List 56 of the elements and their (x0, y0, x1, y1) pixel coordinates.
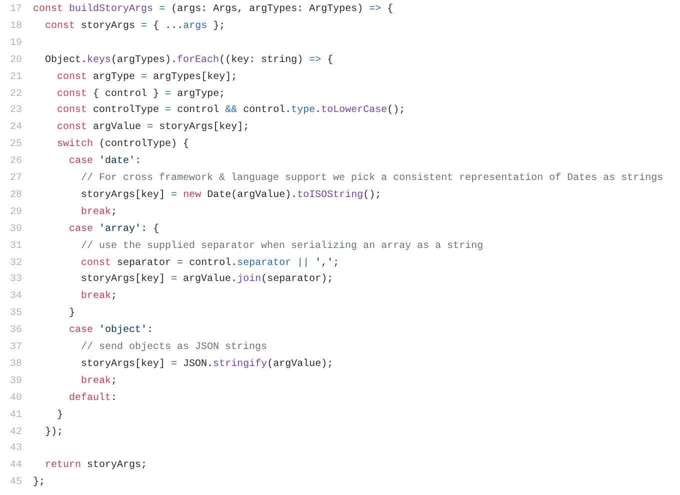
code-line: storyArgs[key] = new Date(argValue).toISOString(); (80, 188, 382, 203)
code-line: const controlType = control && control.type.toLowerCase(); (56, 104, 406, 118)
line-number: 32 (8, 256, 22, 270)
line-number: 28 (8, 188, 22, 203)
code-line: const { control } = argType; (56, 88, 226, 102)
code-line: }); (44, 426, 64, 440)
code-line: const storyArgs = { ...args }; (44, 20, 226, 34)
line-number: 39 (8, 374, 22, 389)
code-line: default: (68, 392, 118, 406)
line-number: 30 (8, 222, 22, 237)
code-line: const buildStoryArgs = (args: Args, argTypes: ArgTypes) => { (33, 2, 394, 17)
code-line: Object.keys(argTypes).forEach((key: string) => { (44, 54, 334, 68)
code-line: break; (80, 374, 118, 389)
line-number: 36 (8, 324, 22, 338)
line-number: 41 (8, 408, 22, 423)
code-line: const argType = argTypes[key]; (56, 70, 238, 85)
code-line: // send objects as JSON strings (80, 340, 268, 355)
line-number: 17 (8, 3, 22, 17)
line-number: 33 (8, 273, 22, 288)
line-number: 26 (8, 155, 22, 170)
line-number: 38 (8, 358, 22, 372)
line-number: 43 (8, 442, 22, 456)
code-line: const argValue = storyArgs[key]; (56, 120, 250, 136)
code-line: break; (80, 290, 118, 304)
code-line: case 'date': (68, 154, 142, 170)
code-line: }; (33, 476, 46, 490)
line-number: 20 (8, 54, 22, 68)
line-number: 27 (8, 172, 22, 186)
code-line: switch (controlType) { (56, 138, 190, 152)
line-number: 37 (8, 341, 22, 355)
line-number: 21 (8, 70, 22, 85)
line-number: 35 (8, 307, 22, 322)
code-line: break; (80, 206, 118, 220)
line-number: 45 (8, 476, 22, 490)
line-number: 19 (8, 36, 22, 51)
code-line: case 'array': { (68, 222, 160, 237)
line-number: 31 (8, 240, 22, 254)
code-line: storyArgs[key] = argValue.join(separator); (80, 272, 334, 288)
code-line: } (56, 408, 64, 423)
line-number: 29 (8, 206, 22, 220)
line-number: 25 (8, 138, 22, 152)
line-number: 24 (8, 121, 22, 136)
line-number: 23 (8, 104, 22, 118)
code-line: storyArgs[key] = JSON.stringify(argValue); (80, 358, 334, 372)
code-line: case 'object': (68, 324, 154, 338)
code-line: // For cross framework & language support we pick a consistent representation of Dates as strings (80, 172, 664, 186)
line-number: 34 (8, 290, 22, 304)
code-line: return storyArgs; (44, 459, 148, 474)
line-number: 42 (8, 426, 22, 440)
code-line: const separator = control.separator || ','; (80, 256, 340, 270)
line-number: 22 (8, 88, 22, 102)
code-line: } (68, 306, 76, 322)
line-number: 40 (8, 392, 22, 406)
line-number: 18 (8, 20, 22, 34)
code-line: // use the supplied separator when serializing an array as a string (80, 240, 484, 254)
line-number: 44 (8, 459, 22, 474)
